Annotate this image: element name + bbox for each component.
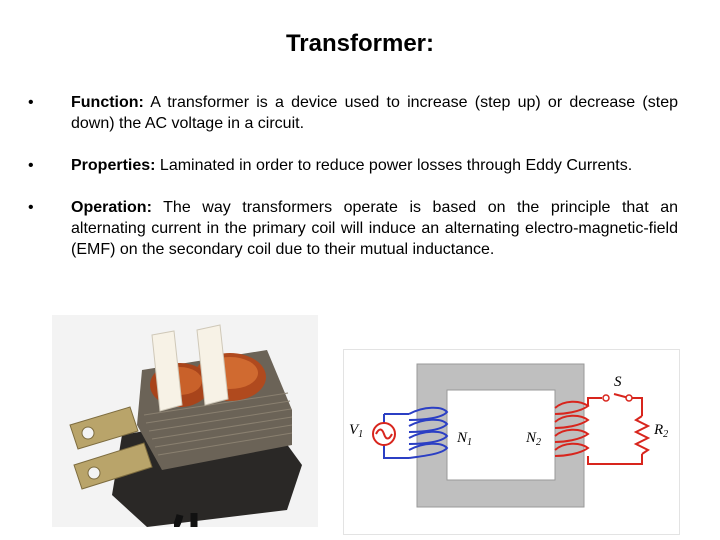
bullet-body: Laminated in order to reduce power losse… xyxy=(155,157,633,174)
bullet-operation: • Operation: The way transformers operat… xyxy=(28,197,678,260)
bullet-properties: • Properties: Laminated in order to redu… xyxy=(28,155,678,176)
switch-contact-right xyxy=(625,394,633,402)
transformer-photo xyxy=(52,315,318,527)
ac-source-icon xyxy=(372,422,396,446)
bullet-term: Properties: xyxy=(71,157,156,174)
circuit-diagram-svg: V1 N1 N2 S R2 xyxy=(349,363,668,508)
bullet-text: Properties: Laminated in order to reduce… xyxy=(71,155,678,176)
bullet-body: A transformer is a device used to increa… xyxy=(71,94,678,132)
label-r2: R2 xyxy=(653,422,668,440)
label-n1: N1 xyxy=(456,430,472,448)
iron-core xyxy=(416,363,585,508)
bullet-term: Function: xyxy=(71,94,144,111)
bullet-mark: • xyxy=(28,199,34,216)
label-n2: N2 xyxy=(525,430,541,448)
label-v1: V1 xyxy=(349,422,363,440)
bullet-mark: • xyxy=(28,157,34,174)
secondary-circuit xyxy=(554,393,651,465)
bullet-text: Function: A transformer is a device used… xyxy=(71,92,678,134)
bullet-mark: • xyxy=(28,94,34,111)
transformer-circuit-diagram: V1 N1 N2 S R2 xyxy=(343,349,680,535)
bullet-list: • Function: A transformer is a device us… xyxy=(28,92,678,260)
transformer-photo-illustration xyxy=(52,315,318,527)
bullet-body: The way transformers operate is based on… xyxy=(71,199,678,258)
bullet-text: Operation: The way transformers operate … xyxy=(71,197,678,260)
bullet-term: Operation: xyxy=(71,199,152,216)
slide-title: Transformer: xyxy=(285,30,435,57)
bullet-function: • Function: A transformer is a device us… xyxy=(28,92,678,134)
label-switch: S xyxy=(614,374,622,390)
switch-contact-left xyxy=(602,394,610,402)
